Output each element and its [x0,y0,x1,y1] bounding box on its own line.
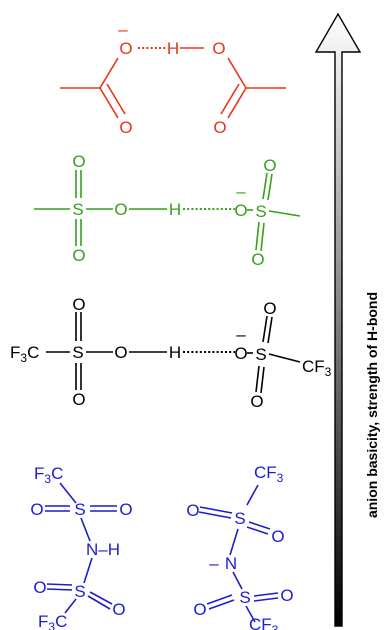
triflimide-acid: F3C O S O N–H O S O F3C [30,464,132,630]
atom-sulfur-bottom: S [74,582,85,601]
negative-charge-sign: – [209,554,219,573]
arrow-axis-label: anion basicity, strength of H-bond [364,292,380,518]
atom-sulfonyl-oxygen-right-lower: O [112,600,125,619]
trifluoromethyl-group-bottom: CF3 [249,615,279,630]
atom-sulfonyl-oxygen-top-right: O [263,299,276,318]
atom-sulfur-top: S [74,500,85,519]
atom-sulfur-left: S [72,200,83,219]
atom-hydrogen: H [169,200,181,219]
atom-sulfur-bottom: S [239,588,250,607]
atom-nitrogen-anion: N [225,554,237,573]
amine-nh-group: N–H [86,540,120,559]
atom-sulfonyl-oxygen-left: O [30,500,43,519]
atom-sulfonyl-oxygen-top-left: O [72,295,85,314]
trifluoromethyl-group-top: F3C [34,464,63,486]
trifluoromethyl-group-top: CF3 [254,463,284,485]
atom-sulfur-right: S [255,202,266,221]
atom-sulfur-top: S [234,509,245,528]
atom-oxygen-anion: O [234,201,247,220]
atom-hydroxyl-oxygen: O [114,200,127,219]
gradient-arrow-shape [314,12,362,627]
negative-charge-sign: – [236,182,246,201]
mesylate-hbond-pair: O S O O H O – S O O [34,152,301,269]
atom-sulfonyl-oxygen-left-lower: O [33,578,46,597]
trifluoromethyl-group-left: F3C [10,343,39,365]
atom-sulfonyl-oxygen-top-left: O [72,152,85,171]
atom-sulfonyl-oxygen-left-lower: O [193,600,206,619]
acetate-hbond-pair: O – H O O O [60,20,286,137]
triflimide-anion: CF3 O S O – N O S O CF3 [186,463,293,630]
atom-sulfonyl-oxygen-bottom-left: O [72,246,85,265]
atom-sulfonyl-oxygen-bottom-right: O [251,250,264,269]
negative-charge-sign: – [118,20,128,39]
atom-hydroxyl-oxygen: O [114,343,127,362]
triflate-hbond-pair: F3C O S O O H O – S O O CF3 [10,295,332,411]
trifluoromethyl-group-bottom: F3C [38,612,67,630]
atom-sulfonyl-oxygen-bottom-right: O [250,392,263,411]
atom-hydrogen: H [169,343,181,362]
atom-carbonyl-oxygen-right: O [213,118,226,137]
atom-sulfonyl-oxygen-right-lower: O [280,586,293,605]
atom-carbonyl-oxygen-left: O [119,118,132,137]
atom-hydrogen: H [167,39,179,58]
atom-oxygen-anion: O [119,39,132,58]
atom-sulfur-right: S [255,345,266,364]
atom-sulfonyl-oxygen-left: O [186,501,199,520]
trifluoromethyl-group-right: CF3 [302,357,332,379]
basicity-arrow: anion basicity, strength of H-bond [314,12,380,627]
atom-sulfonyl-oxygen-bottom-left: O [72,390,85,409]
atom-sulfonyl-oxygen-top-right: O [263,156,276,175]
atom-sulfonyl-oxygen-right: O [119,500,132,519]
atom-oxygen-acid: O [212,39,225,58]
atom-sulfur-left: S [72,343,83,362]
atom-sulfonyl-oxygen-right: O [271,527,284,546]
negative-charge-sign: – [236,325,246,344]
atom-oxygen-anion: O [234,344,247,363]
